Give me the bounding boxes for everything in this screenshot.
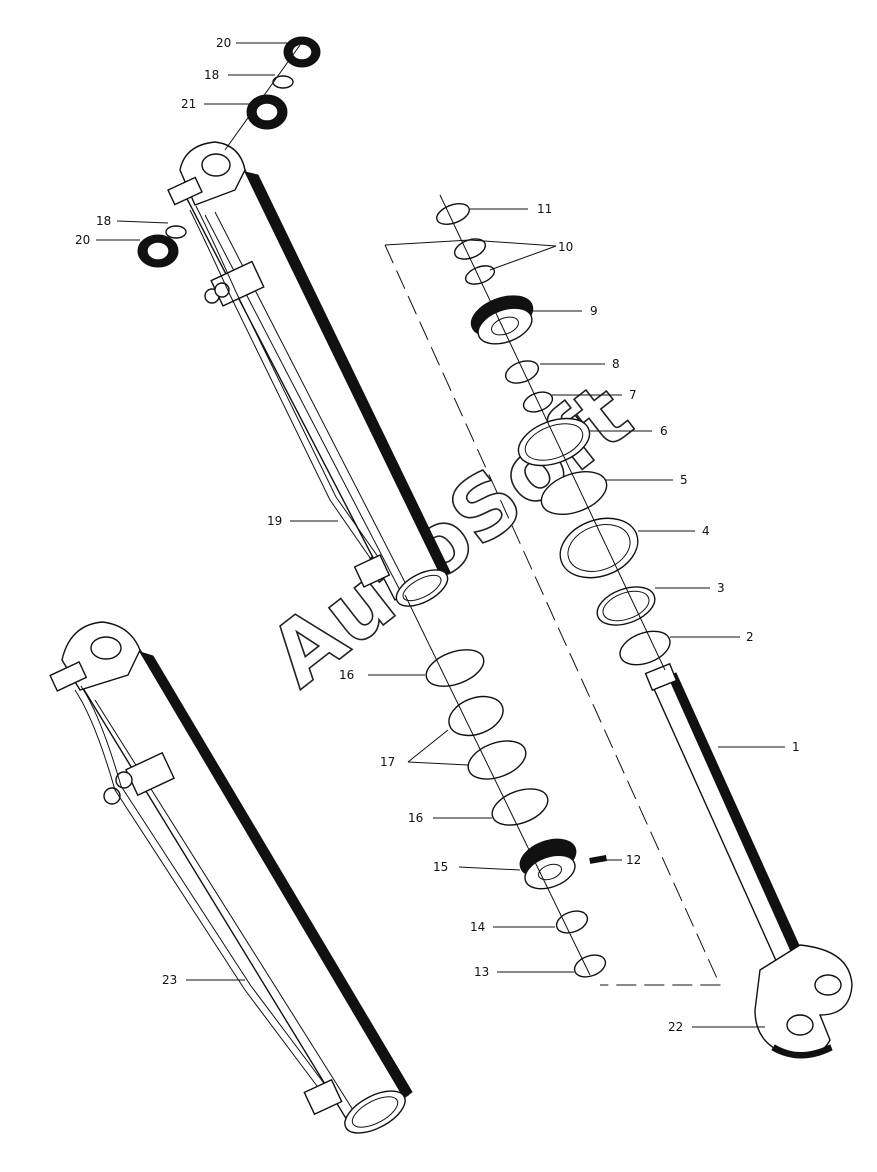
label-part-21: 21 [181,97,196,111]
part-labels: 20 18 21 18 20 11 10 9 8 7 6 5 4 3 2 1 1… [75,36,800,1034]
assembly-axis [384,194,721,986]
label-part-3: 3 [717,581,725,595]
piston-rod [644,662,853,1059]
upper-end-fittings [137,36,321,268]
label-part-17: 17 [380,755,395,769]
label-part-12: 12 [626,853,641,867]
seal-stack-lower [425,649,607,978]
label-part-16-lower: 16 [408,811,423,825]
label-part-23: 23 [162,973,177,987]
cylinder-tube-upper [167,141,451,607]
label-part-2: 2 [746,630,754,644]
label-part-20-left: 20 [75,233,90,247]
label-part-16-upper: 16 [339,668,354,682]
label-part-1: 1 [792,740,800,754]
cylinder-tube-lower [49,621,413,1134]
label-part-8: 8 [612,357,620,371]
label-part-15: 15 [433,860,448,874]
label-part-6: 6 [660,424,668,438]
label-part-10: 10 [558,240,573,254]
label-part-5: 5 [680,473,688,487]
label-part-18-top: 18 [204,68,219,82]
label-part-22: 22 [668,1020,683,1034]
seal-stack-upper [436,203,671,666]
label-part-13: 13 [474,965,489,979]
label-part-18-left: 18 [96,214,111,228]
label-part-9: 9 [590,304,598,318]
label-part-4: 4 [702,524,710,538]
label-part-11: 11 [537,202,552,216]
leader-lines [96,42,785,1028]
label-part-7: 7 [629,388,637,402]
label-part-14: 14 [470,920,485,934]
label-part-19: 19 [267,514,282,528]
label-part-20-top: 20 [216,36,231,50]
